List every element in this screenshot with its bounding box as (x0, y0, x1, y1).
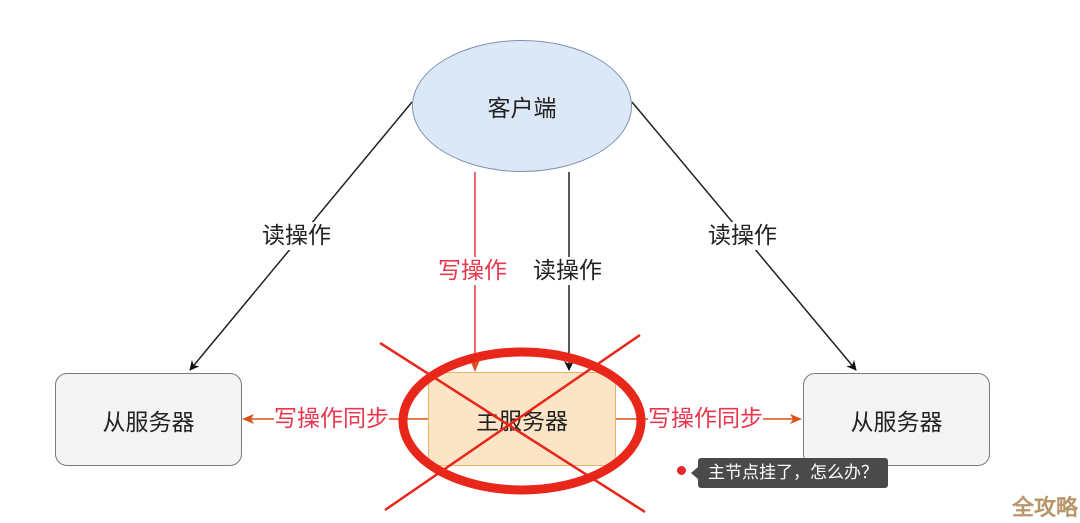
edge-label-read-center: 读操作 (533, 257, 602, 285)
edge-label-write-center: 写操作 (438, 257, 507, 285)
edge-label-read-right: 读操作 (708, 222, 777, 250)
watermark-logo: 全攻略 (1012, 496, 1079, 521)
edge-label-read-left: 读操作 (262, 222, 331, 250)
client-node: 客户端 (412, 40, 632, 172)
slave-left-label: 从服务器 (102, 409, 195, 436)
edge-label-sync-left: 写操作同步 (274, 405, 389, 433)
slave-right-label: 从服务器 (850, 409, 943, 436)
edge-label-sync-right: 写操作同步 (648, 405, 763, 433)
client-label: 客户端 (487, 96, 557, 122)
slave-server-right: 从服务器 (803, 373, 990, 466)
annotation-dot-icon[interactable] (677, 466, 686, 475)
annotation-tooltip: 主节点挂了，怎么办？ (691, 458, 888, 488)
master-server: 主服务器 (428, 372, 616, 466)
slave-server-left: 从服务器 (55, 373, 242, 466)
